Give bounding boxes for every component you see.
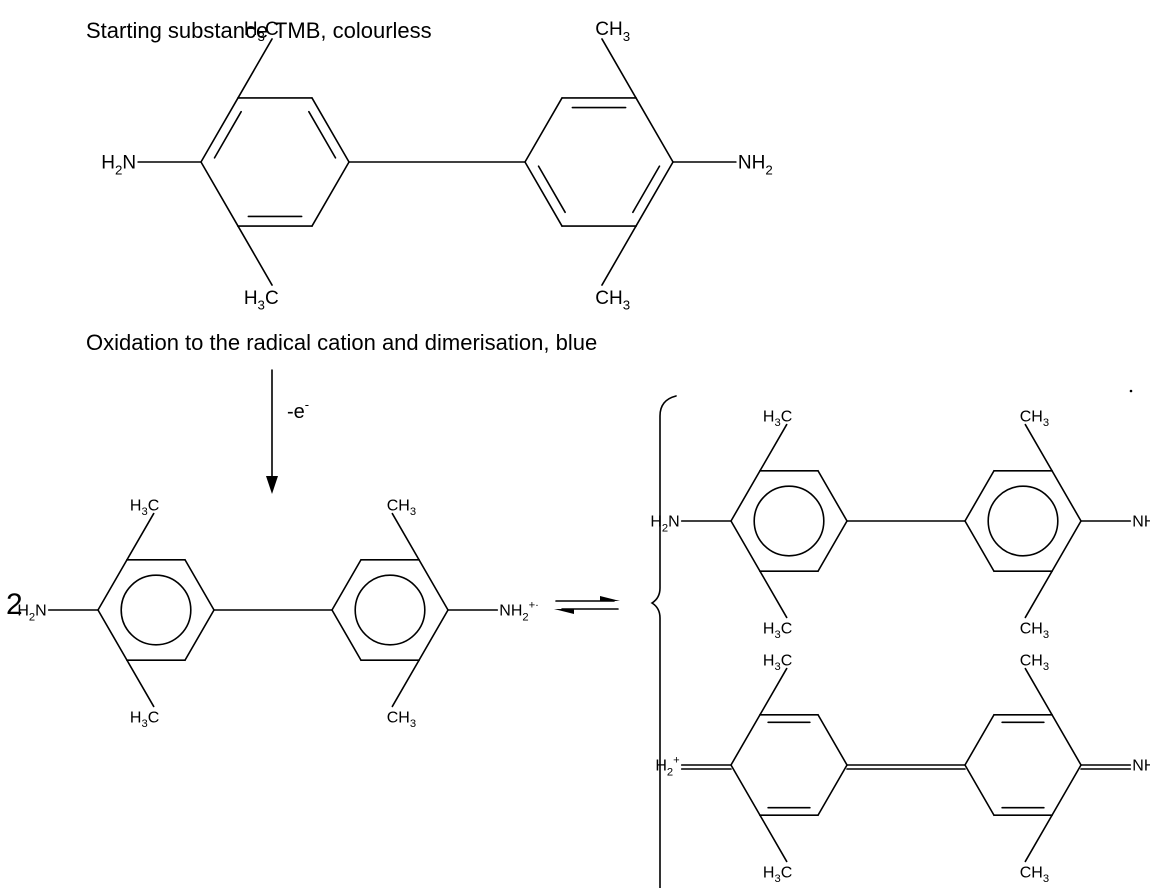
starting-substance-caption: Starting substance TMB, colourless [86, 18, 432, 43]
amino-label-left: H2+ [655, 754, 679, 778]
amino-label-right: NH2+ [1132, 754, 1150, 778]
methyl-label: H3C [130, 497, 159, 518]
ring-bond [730, 764, 761, 817]
ring-bond [97, 609, 128, 662]
methyl-label: CH3 [387, 709, 416, 730]
methyl-label: CH3 [1020, 620, 1049, 641]
stoichiometric-coefficient: 2 [6, 588, 23, 621]
aromatic-ring-circle [987, 485, 1059, 557]
methyl-bond [1024, 667, 1053, 716]
ring-bond [524, 161, 563, 227]
methyl-label: CH3 [595, 19, 630, 44]
ring-bond [730, 713, 761, 766]
ring-bond [964, 764, 995, 817]
ring-bond [1051, 764, 1082, 817]
ring-bond [184, 609, 215, 662]
ring-bond [730, 520, 761, 573]
methyl-bond [126, 659, 155, 708]
methyl-bond [1024, 570, 1053, 619]
ring-bond [817, 764, 848, 817]
aromatic-ring-circle [120, 574, 192, 646]
methyl-label: H3C [130, 709, 159, 730]
ring-bond [418, 609, 449, 662]
ring-bond [311, 97, 350, 163]
ring-bond [184, 558, 215, 611]
methyl-label: CH3 [595, 288, 630, 313]
oxidation-arrow [266, 369, 278, 494]
ring-bond [964, 469, 995, 522]
ring-bond [1051, 520, 1082, 573]
methyl-bond [126, 512, 155, 561]
ring-bond [311, 161, 350, 227]
ring-bond [1051, 713, 1082, 766]
methyl-bond [1024, 814, 1053, 863]
corner-dot [1129, 389, 1133, 393]
methyl-label: CH3 [1020, 408, 1049, 429]
amino-label-right: NH2 [738, 153, 773, 178]
methyl-label: H3C [244, 288, 279, 313]
ring-bond [817, 713, 848, 766]
methyl-label: CH3 [387, 497, 416, 518]
methyl-bond [759, 423, 788, 472]
ring-bond [97, 558, 128, 611]
ring-bond [635, 161, 674, 227]
amino-label-left: H2N [101, 153, 136, 178]
amino-label-left: H2N [17, 603, 46, 624]
ring-bond [200, 161, 239, 227]
methyl-label: CH3 [1020, 864, 1049, 885]
methyl-bond [759, 667, 788, 716]
ring-bond [331, 558, 362, 611]
ring-bond [200, 97, 239, 163]
amino-label-right: NH2 [1132, 514, 1150, 535]
aromatic-ring-circle [354, 574, 426, 646]
methyl-bond [237, 225, 273, 286]
dimer-brace [650, 395, 677, 888]
ring-bond [817, 520, 848, 573]
ring-bond [730, 469, 761, 522]
amino-label-right: NH2+· [499, 599, 539, 623]
methyl-label: H3C [763, 864, 792, 885]
methyl-bond [1024, 423, 1053, 472]
ring-double-bond [632, 165, 661, 214]
ring-bond [817, 469, 848, 522]
ring-bond [331, 609, 362, 662]
methyl-bond [601, 38, 637, 99]
electron-loss-label: -e- [287, 397, 309, 423]
methyl-label: H3C [763, 408, 792, 429]
ring-bond [524, 97, 563, 163]
ring-double-bond [213, 110, 242, 159]
equilibrium-arrow [554, 596, 620, 614]
ring-double-bond [308, 110, 337, 159]
ring-bond [635, 97, 674, 163]
methyl-bond [601, 225, 637, 286]
oxidation-caption: Oxidation to the radical cation and dime… [86, 330, 598, 355]
ring-bond [418, 558, 449, 611]
ring-bond [964, 713, 995, 766]
methyl-label: CH3 [1020, 652, 1049, 673]
methyl-label: H3C [763, 652, 792, 673]
methyl-bond [759, 814, 788, 863]
ring-bond [964, 520, 995, 573]
methyl-bond [237, 38, 273, 99]
methyl-bond [759, 570, 788, 619]
methyl-bond [391, 512, 420, 561]
amino-label-left: H2N [650, 514, 679, 535]
methyl-label: H3C [763, 620, 792, 641]
aromatic-ring-circle [753, 485, 825, 557]
methyl-label: H3C [244, 19, 279, 44]
ring-bond [1051, 469, 1082, 522]
methyl-bond [391, 659, 420, 708]
ring-double-bond [537, 165, 566, 214]
